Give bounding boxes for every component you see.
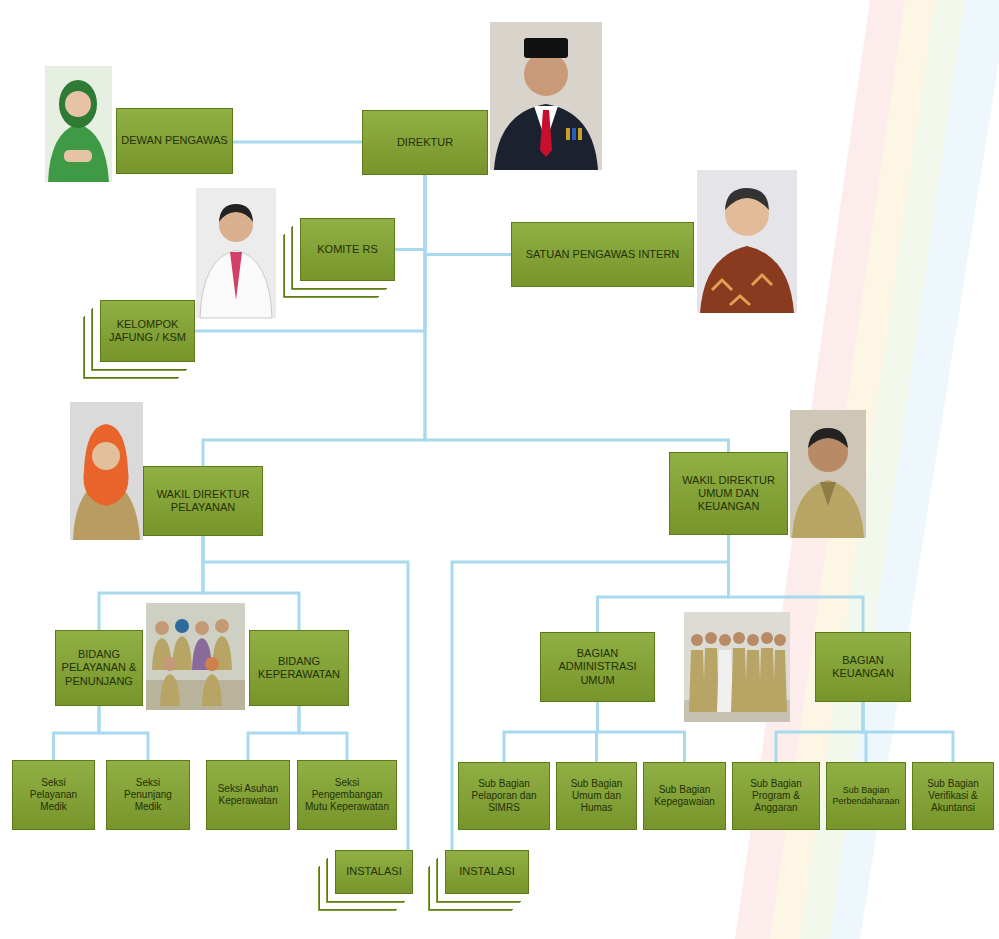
org-box: Seksi Penunjang Medik — [106, 760, 190, 830]
box-label: Seksi Pelayanan Medik — [17, 777, 90, 813]
box-label: BAGIAN KEUANGAN — [820, 654, 906, 680]
org-box: WAKIL DIREKTUR PELAYANAN — [143, 466, 263, 536]
org-connector — [598, 535, 729, 632]
org-connector — [203, 536, 408, 850]
box-label: INSTALASI — [450, 865, 524, 878]
org-connector — [452, 535, 729, 850]
org-connector — [504, 702, 598, 762]
box-label: Sub Bagian Program & Anggaran — [737, 778, 815, 814]
box-label: BIDANG PELAYANAN & PENUNJANG — [60, 648, 138, 688]
org-box: Sub Bagian Pelaporan dan SIMRS — [458, 762, 550, 830]
group-photo — [684, 612, 790, 722]
group-photo — [146, 603, 245, 710]
org-box: Sub Bagian Verifikasi & Akuntansi — [912, 762, 994, 830]
org-connector — [54, 706, 100, 760]
box-label: KELOMPOK JAFUNG / KSM — [105, 318, 190, 344]
org-box: BAGIAN KEUANGAN — [815, 632, 911, 702]
org-box: BIDANG PELAYANAN & PENUNJANG — [55, 630, 143, 706]
org-connector — [299, 706, 347, 760]
org-connector — [99, 706, 148, 760]
portrait-photo — [196, 188, 276, 318]
org-box: Sub Bagian Kepegawaian — [643, 762, 726, 830]
org-connector — [863, 702, 953, 762]
box-label: Sub Bagian Umum dan Humas — [561, 778, 632, 814]
portrait-photo — [45, 66, 112, 182]
box-label: WAKIL DIREKTUR UMUM DAN KEUANGAN — [674, 474, 783, 514]
box-label: BIDANG KEPERAWATAN — [254, 655, 344, 681]
portrait-photo — [790, 410, 866, 538]
org-box: Sub Bagian Program & Anggaran — [732, 762, 820, 830]
org-box: DEWAN PENGAWAS — [116, 108, 233, 174]
org-box: Sub Bagian Umum dan Humas — [556, 762, 637, 830]
org-box: DIREKTUR — [362, 110, 488, 175]
org-box: SATUAN PENGAWAS INTERN — [511, 222, 694, 287]
portrait-photo — [490, 22, 602, 170]
box-label: Sub Bagian Pelaporan dan SIMRS — [463, 778, 545, 814]
org-connector — [203, 536, 299, 630]
org-box: BIDANG KEPERAWATAN — [249, 630, 349, 706]
org-box: Sub Bagian Perbendaharaan — [826, 762, 906, 830]
org-box: Seksi Asuhan Keperawatan — [206, 760, 290, 830]
portrait-photo — [70, 402, 143, 540]
box-label: Seksi Penunjang Medik — [111, 777, 185, 813]
org-box: KOMITE RS — [300, 218, 395, 281]
org-box: BAGIAN ADMINISTRASI UMUM — [540, 632, 655, 702]
box-label: Seksi Pengembangan Mutu Keperawatan — [302, 777, 392, 813]
org-connector — [425, 175, 729, 452]
box-label: WAKIL DIREKTUR PELAYANAN — [148, 488, 258, 514]
org-connector — [203, 175, 425, 466]
org-connector — [195, 175, 425, 331]
org-connector — [99, 536, 203, 630]
org-box: INSTALASI — [335, 850, 413, 894]
org-connector — [598, 702, 685, 762]
org-box: WAKIL DIREKTUR UMUM DAN KEUANGAN — [669, 452, 788, 535]
box-label: Sub Bagian Kepegawaian — [648, 784, 721, 808]
org-box: Seksi Pelayanan Medik — [12, 760, 95, 830]
portrait-photo — [697, 170, 797, 313]
org-box: INSTALASI — [445, 850, 529, 894]
box-label: KOMITE RS — [305, 243, 390, 256]
org-connector — [776, 702, 863, 762]
org-connector — [425, 175, 511, 255]
box-label: SATUAN PENGAWAS INTERN — [516, 248, 689, 261]
org-connector — [729, 535, 864, 632]
org-connector — [248, 706, 299, 760]
box-label: DIREKTUR — [367, 136, 483, 149]
box-label: INSTALASI — [340, 865, 408, 878]
box-label: Seksi Asuhan Keperawatan — [211, 783, 285, 807]
org-box: KELOMPOK JAFUNG / KSM — [100, 300, 195, 362]
box-label: Sub Bagian Perbendaharaan — [831, 785, 901, 807]
org-connector — [233, 141, 362, 144]
box-label: DEWAN PENGAWAS — [121, 134, 228, 147]
box-label: Sub Bagian Verifikasi & Akuntansi — [917, 778, 989, 814]
org-connector — [395, 175, 425, 250]
box-label: BAGIAN ADMINISTRASI UMUM — [545, 647, 650, 687]
org-box: Seksi Pengembangan Mutu Keperawatan — [297, 760, 397, 830]
